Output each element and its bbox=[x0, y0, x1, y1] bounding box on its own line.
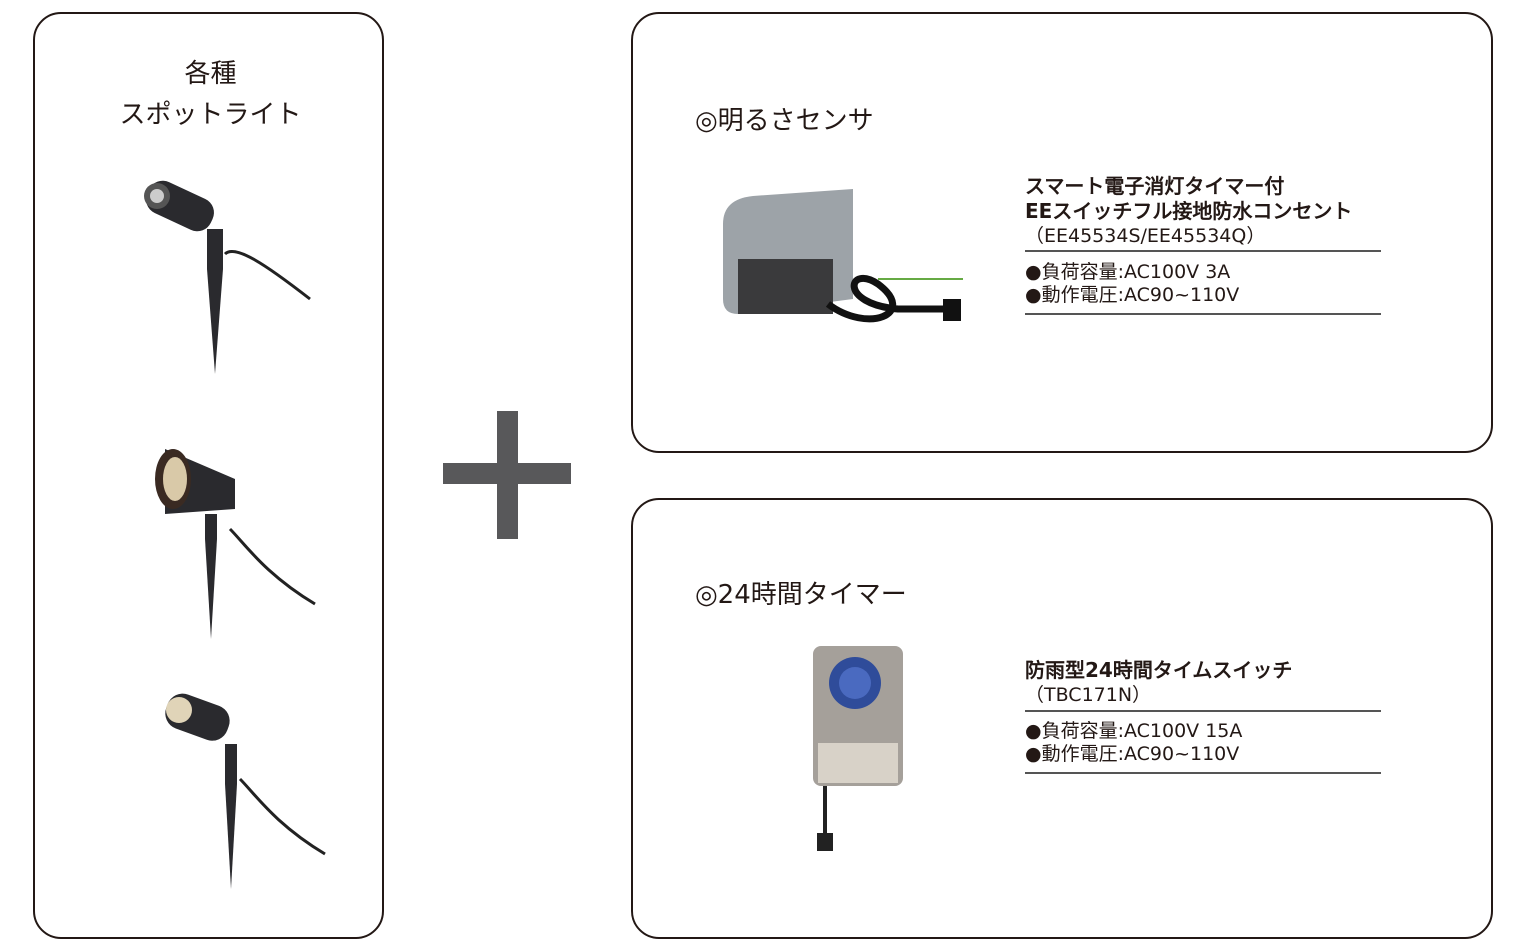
timer-panel: ◎24時間タイマー 防雨型24時間タイムスイッチ（TBC171N） ●負荷容量:… bbox=[631, 498, 1493, 939]
sensor-specs: ●負荷容量:AC100V 3A●動作電圧:AC90~110V bbox=[1025, 261, 1239, 307]
timer-specs: ●負荷容量:AC100V 15A●動作電圧:AC90~110V bbox=[1025, 720, 1242, 766]
timer-switch-image bbox=[813, 646, 903, 851]
title-line-2: スポットライト bbox=[119, 100, 302, 130]
plus-sign-vertical bbox=[497, 411, 518, 539]
divider bbox=[1025, 710, 1381, 712]
sensor-heading: ◎明るさセンサ bbox=[695, 106, 874, 136]
spotlights-panel: 各種スポットライト bbox=[33, 12, 384, 939]
spotlight-image-2 bbox=[155, 449, 316, 639]
timer-name-line-1: 防雨型24時間タイムスイッチ bbox=[1025, 658, 1293, 682]
timer-heading: ◎24時間タイマー bbox=[695, 580, 907, 610]
spotlight-image-3 bbox=[165, 693, 326, 889]
sensor-name-line-2: EEスイッチフル接地防水コンセント bbox=[1025, 199, 1353, 223]
divider bbox=[1025, 772, 1381, 774]
sensor-model: （EE45534S/EE45534Q） bbox=[1025, 225, 1266, 247]
title-line-1: 各種 bbox=[184, 59, 237, 89]
spotlights-title: 各種スポットライト bbox=[35, 54, 386, 136]
timer-model: （TBC171N） bbox=[1025, 684, 1152, 706]
sensor-name-line-1: スマート電子消灯タイマー付 bbox=[1025, 174, 1285, 198]
divider bbox=[1025, 313, 1381, 315]
sensor-spec-load: ●負荷容量:AC100V 3A bbox=[1025, 261, 1231, 283]
sensor-spec-voltage: ●動作電圧:AC90~110V bbox=[1025, 284, 1240, 306]
timer-product-name: 防雨型24時間タイムスイッチ（TBC171N） bbox=[1025, 658, 1292, 708]
outlet-image bbox=[723, 189, 963, 323]
timer-spec-load: ●負荷容量:AC100V 15A bbox=[1025, 720, 1243, 742]
spotlight-image-1 bbox=[144, 180, 311, 374]
timer-spec-voltage: ●動作電圧:AC90~110V bbox=[1025, 743, 1240, 765]
divider bbox=[1025, 250, 1381, 252]
